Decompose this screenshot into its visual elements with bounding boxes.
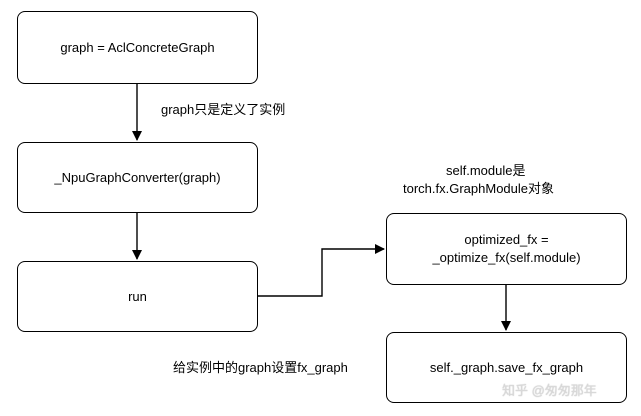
node-save-fx-graph: self._graph.save_fx_graph <box>386 332 627 403</box>
annotation-set-fx-graph: 给实例中的graph设置fx_graph <box>173 360 348 375</box>
node-graph-init: graph = AclConcreteGraph <box>17 11 258 84</box>
annotation-self-module-line1: self.module是 <box>446 163 526 178</box>
node-run: run <box>17 261 258 332</box>
annotation-self-module-line2: torch.fx.GraphModule对象 <box>403 181 555 196</box>
node-graph-init-label: graph = AclConcreteGraph <box>60 39 215 55</box>
node-optimized-fx-line2: _optimize_fx(self.module) <box>432 250 581 265</box>
node-npu-graph-converter-label: _NpuGraphConverter(graph) <box>54 169 221 185</box>
node-optimized-fx: optimized_fx = _optimize_fx(self.module) <box>386 213 627 285</box>
watermark: 知乎 @匆匆那年 <box>502 383 597 398</box>
node-optimized-fx-line1: optimized_fx = <box>464 232 549 247</box>
annotation-graph-instance: graph只是定义了实例 <box>161 102 286 117</box>
node-save-fx-graph-label: self._graph.save_fx_graph <box>429 359 584 375</box>
arrow-run-to-optimized <box>258 244 385 297</box>
node-run-label: run <box>128 288 147 304</box>
node-npu-graph-converter: _NpuGraphConverter(graph) <box>17 142 258 213</box>
